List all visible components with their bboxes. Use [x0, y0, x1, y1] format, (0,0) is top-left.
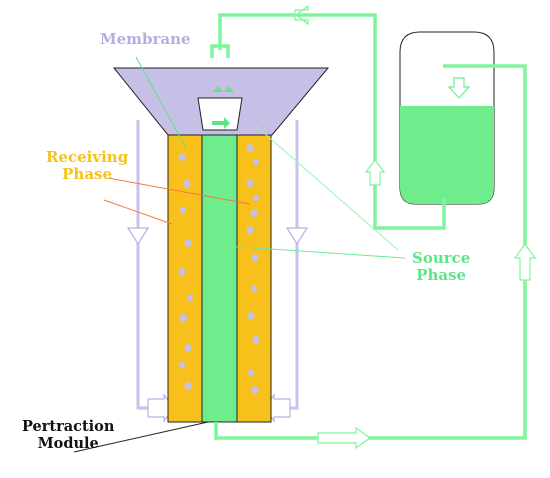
left-arrow-icon [294, 4, 309, 26]
down-arrow-icon [126, 227, 150, 246]
source-inlet-cup [197, 97, 243, 131]
source-phase-label: Source Phase [412, 249, 471, 285]
source-phase-label-line1: Source [412, 249, 471, 267]
tank-inflow-arrow-icon [447, 77, 471, 99]
pertraction-module-label-line2: Module [37, 434, 99, 452]
pertraction-module-label: Pertraction Module [22, 418, 115, 452]
source-tank-liquid [400, 106, 494, 204]
leader-lines [73, 56, 406, 453]
receiving-phase-label-line1: Receiving [46, 148, 129, 166]
source-circulation-pipe [210, 13, 527, 440]
receiving-phase-left [167, 134, 203, 423]
receiving-phase-right [236, 134, 272, 423]
source-phase-label-line2: Phase [416, 266, 467, 285]
membrane-bubbles [178, 144, 260, 394]
right-arrow-icon [317, 426, 372, 450]
up-arrow-icon [513, 242, 537, 281]
green-flow-arrows [294, 4, 537, 450]
membrane-label: Membrane [100, 30, 191, 48]
inlet-arrows [212, 86, 234, 129]
receiving-phase-label: Receiving Phase [46, 148, 129, 184]
pertraction-module-label-line1: Pertraction [22, 418, 115, 435]
receiving-phase-label-line2: Phase [62, 165, 113, 184]
up-arrow-icon [364, 159, 386, 186]
down-arrow-icon [285, 227, 309, 246]
source-phase-column [201, 134, 238, 423]
